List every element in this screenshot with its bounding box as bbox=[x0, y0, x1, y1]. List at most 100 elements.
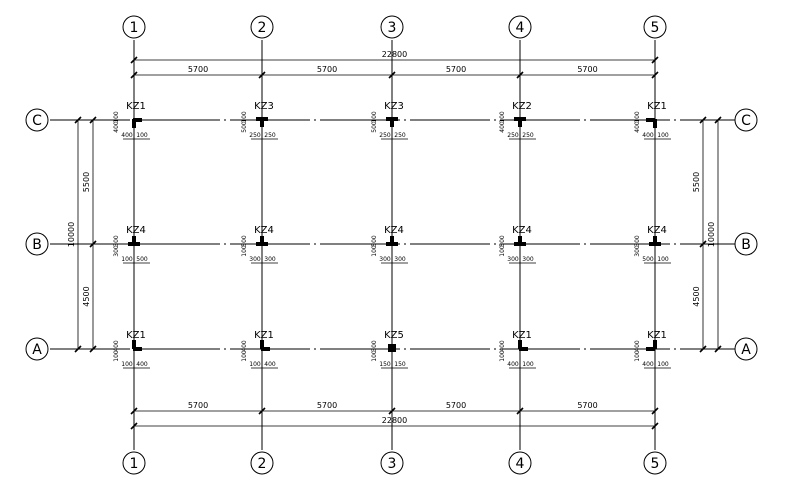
column-section bbox=[260, 340, 264, 349]
dim-overall-y: 10000 bbox=[707, 222, 716, 247]
axis-label-4: 4 bbox=[516, 456, 525, 472]
column-label: KZ4 bbox=[384, 225, 404, 236]
column-section bbox=[518, 236, 522, 246]
column-dim: 100 bbox=[634, 350, 641, 362]
column-label: KZ4 bbox=[647, 225, 667, 236]
column-dim: 100 bbox=[499, 350, 506, 362]
column-dim: 100 bbox=[499, 111, 506, 123]
column-dim: 100 bbox=[657, 132, 669, 139]
column-section bbox=[133, 347, 142, 351]
dim-tick bbox=[699, 116, 707, 124]
axis-label-3: 3 bbox=[388, 20, 397, 36]
axis-label-B: B bbox=[32, 237, 42, 253]
column-dim: 400 bbox=[499, 121, 506, 133]
dim-tick bbox=[714, 116, 722, 124]
column-label: KZ1 bbox=[126, 330, 146, 341]
column-dim: 250 bbox=[522, 132, 534, 139]
axis-label-5: 5 bbox=[651, 20, 660, 36]
dim-bay-x: 5700 bbox=[188, 65, 208, 74]
column-dim: 500 bbox=[241, 121, 248, 133]
column-dim: 300 bbox=[379, 256, 391, 263]
dim-bay-y: 5500 bbox=[692, 172, 701, 192]
column-dim: 100 bbox=[634, 111, 641, 123]
column-dim: 400 bbox=[121, 132, 133, 139]
axis-label-C: C bbox=[741, 113, 751, 129]
axis-bubble-A-left bbox=[25, 337, 49, 361]
dim-bay-x: 5700 bbox=[577, 401, 597, 410]
column-section bbox=[519, 347, 528, 351]
column-section bbox=[132, 340, 136, 349]
column-dim: 100 bbox=[241, 245, 248, 257]
column-section bbox=[132, 236, 136, 246]
dim-tick bbox=[89, 345, 97, 353]
dim-bay-x: 5700 bbox=[446, 401, 466, 410]
dim-overall-x: 22800 bbox=[382, 416, 407, 425]
column-dim: 100 bbox=[371, 111, 378, 123]
axis-bubble-4-bottom bbox=[508, 451, 532, 475]
dim-bay-x: 5700 bbox=[446, 65, 466, 74]
column-label: KZ3 bbox=[384, 101, 404, 112]
column-dim: 500 bbox=[642, 256, 654, 263]
column-dim: 100 bbox=[241, 350, 248, 362]
column-label: KZ1 bbox=[647, 330, 667, 341]
column-section bbox=[653, 119, 657, 128]
column-label: KZ4 bbox=[254, 225, 274, 236]
column-dim: 400 bbox=[642, 132, 654, 139]
dim-bay-x: 5700 bbox=[577, 65, 597, 74]
column-dim: 400 bbox=[507, 361, 519, 368]
axis-bubble-1-top bbox=[122, 15, 146, 39]
column-dim: 250 bbox=[394, 132, 406, 139]
column-dim: 300 bbox=[634, 235, 641, 247]
column-dim: 100 bbox=[499, 245, 506, 257]
column-dim: 250 bbox=[249, 132, 261, 139]
column-label: KZ1 bbox=[647, 101, 667, 112]
column-section bbox=[390, 236, 394, 246]
column-dim: 100 bbox=[113, 350, 120, 362]
column-dim: 100 bbox=[121, 256, 133, 263]
axis-bubble-C-right bbox=[734, 108, 758, 132]
column-dim: 300 bbox=[113, 235, 120, 247]
dim-tick bbox=[258, 407, 266, 415]
axis-bubble-2-top bbox=[250, 15, 274, 39]
column-label: KZ4 bbox=[512, 225, 532, 236]
axis-label-4: 4 bbox=[516, 20, 525, 36]
column-section bbox=[646, 118, 655, 122]
column-label: KZ1 bbox=[254, 330, 274, 341]
dim-tick bbox=[651, 71, 659, 79]
column-section bbox=[261, 347, 270, 351]
column-dim: 100 bbox=[657, 361, 669, 368]
axis-bubble-B-right bbox=[734, 232, 758, 256]
column-dim: 400 bbox=[499, 340, 506, 352]
column-dim: 250 bbox=[379, 132, 391, 139]
column-dim: 400 bbox=[113, 340, 120, 352]
column-section bbox=[388, 344, 396, 352]
column-dim: 500 bbox=[241, 235, 248, 247]
dim-tick bbox=[89, 240, 97, 248]
column-label: KZ1 bbox=[126, 101, 146, 112]
dim-overall-x: 22800 bbox=[382, 50, 407, 59]
column-dim: 500 bbox=[371, 235, 378, 247]
dim-tick bbox=[130, 71, 138, 79]
axis-label-3: 3 bbox=[388, 456, 397, 472]
column-dim: 300 bbox=[113, 245, 120, 257]
axis-label-C: C bbox=[32, 113, 42, 129]
dim-overall-y: 10000 bbox=[67, 222, 76, 247]
column-dim: 100 bbox=[371, 245, 378, 257]
column-dim: 100 bbox=[522, 361, 534, 368]
dim-tick bbox=[516, 71, 524, 79]
column-section bbox=[260, 117, 264, 127]
column-dim: 300 bbox=[507, 256, 519, 263]
column-section bbox=[390, 117, 394, 127]
column-dim: 300 bbox=[394, 256, 406, 263]
